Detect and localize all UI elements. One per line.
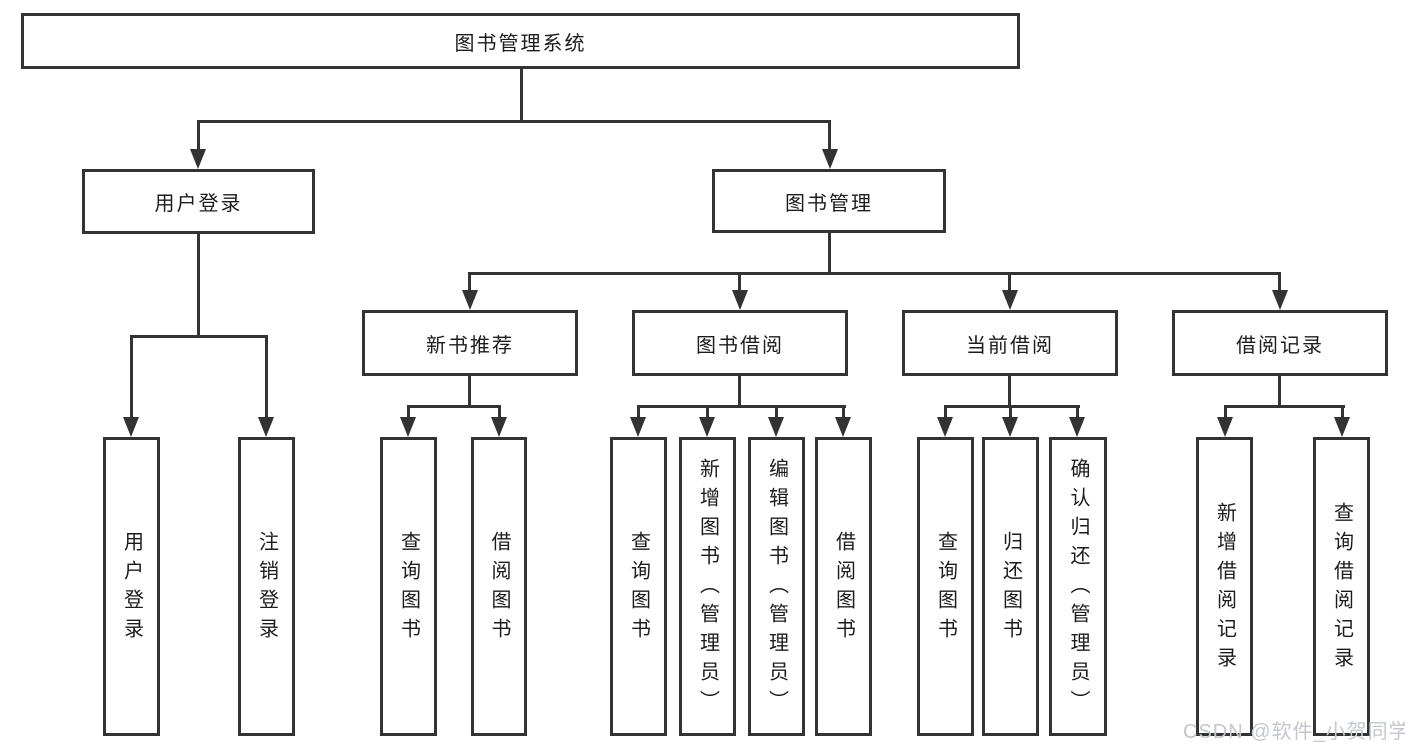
arrowhead-leaf (937, 417, 953, 437)
arrowhead-leaf (630, 417, 646, 437)
arrowhead-borrowing (732, 290, 748, 310)
arrowhead-leaf (835, 417, 851, 437)
connector-drop-leaf-logout (265, 335, 268, 420)
leaf-borrow-books-borrowing: 借阅图书 (815, 437, 872, 736)
connector-drop (944, 405, 947, 420)
leaf-edit-book-admin: 编辑图书（管理员） (748, 437, 805, 736)
connector-branch-borrowing (637, 405, 846, 408)
connector-drop (1341, 405, 1344, 420)
connector-drop (1076, 405, 1079, 420)
arrowhead-current (1002, 290, 1018, 310)
connector-branch-records (1224, 405, 1345, 408)
arrowhead-leaf (1334, 417, 1350, 437)
connector-drop-records (1278, 272, 1281, 294)
connector-stem-user-login (197, 234, 200, 337)
node-new-book-recommend: 新书推荐 (362, 310, 578, 376)
leaf-user-login: 用户登录 (103, 437, 160, 736)
connector-drop (775, 405, 778, 420)
leaf-query-books-recommend: 查询图书 (380, 437, 437, 736)
connector-stem-current (1008, 376, 1011, 407)
connector-branch-book-management (468, 272, 1281, 275)
connector-branch-user-login (130, 335, 268, 338)
leaf-query-books-current: 查询图书 (917, 437, 974, 736)
arrowhead-leaf (699, 417, 715, 437)
node-root-library-system: 图书管理系统 (21, 13, 1020, 69)
arrowhead-recommend (462, 290, 478, 310)
connector-drop-current (1008, 272, 1011, 294)
leaf-query-books-borrowing: 查询图书 (610, 437, 667, 736)
arrowhead-leaf-logout (258, 417, 274, 437)
node-book-management: 图书管理 (712, 169, 946, 233)
leaf-add-borrow-record: 新增借阅记录 (1196, 437, 1253, 736)
connector-drop (706, 405, 709, 420)
connector-drop (637, 405, 640, 420)
arrowhead-leaf-login (123, 417, 139, 437)
connector-drop (1224, 405, 1227, 420)
arrowhead-leaf (768, 417, 784, 437)
connector-stem-records (1278, 376, 1281, 407)
arrowhead-leaf (1002, 417, 1018, 437)
arrowhead-user-login (190, 149, 206, 169)
arrowhead-records (1272, 290, 1288, 310)
connector-drop-recommend (468, 272, 471, 294)
connector-drop (842, 405, 845, 420)
node-book-borrowing: 图书借阅 (632, 310, 848, 376)
node-borrowing-records: 借阅记录 (1172, 310, 1388, 376)
csdn-watermark: CSDN @软件_小贺同学 (1183, 721, 1405, 743)
leaf-return-books: 归还图书 (982, 437, 1039, 736)
arrowhead-leaf (1069, 417, 1085, 437)
leaf-logout: 注销登录 (238, 437, 295, 736)
connector-drop-user-login (197, 120, 200, 155)
connector-branch-root (197, 120, 831, 123)
connector-stem-root (520, 69, 523, 122)
connector-drop-leaf-login (130, 335, 133, 420)
arrowhead-leaf (1217, 417, 1233, 437)
connector-drop-borrowing (738, 272, 741, 294)
connector-branch-current (944, 405, 1080, 408)
connector-drop (1009, 405, 1012, 420)
leaf-confirm-return-admin: 确认归还（管理员） (1049, 437, 1107, 736)
connector-stem-recommend (468, 376, 471, 407)
leaf-borrow-books-recommend: 借阅图书 (471, 437, 527, 736)
connector-branch-recommend (407, 405, 501, 408)
connector-stem-borrowing (738, 376, 741, 407)
arrowhead-leaf (400, 417, 416, 437)
connector-drop-book-management (828, 120, 831, 155)
node-current-borrowing: 当前借阅 (902, 310, 1118, 376)
connector-stem-book-management (828, 233, 831, 274)
node-user-login: 用户登录 (82, 169, 315, 234)
leaf-add-book-admin: 新增图书（管理员） (679, 437, 736, 736)
arrowhead-book-management (822, 149, 838, 169)
connector-drop (498, 405, 501, 420)
connector-drop (407, 405, 410, 420)
arrowhead-leaf (491, 417, 507, 437)
leaf-query-borrow-record: 查询借阅记录 (1313, 437, 1370, 736)
